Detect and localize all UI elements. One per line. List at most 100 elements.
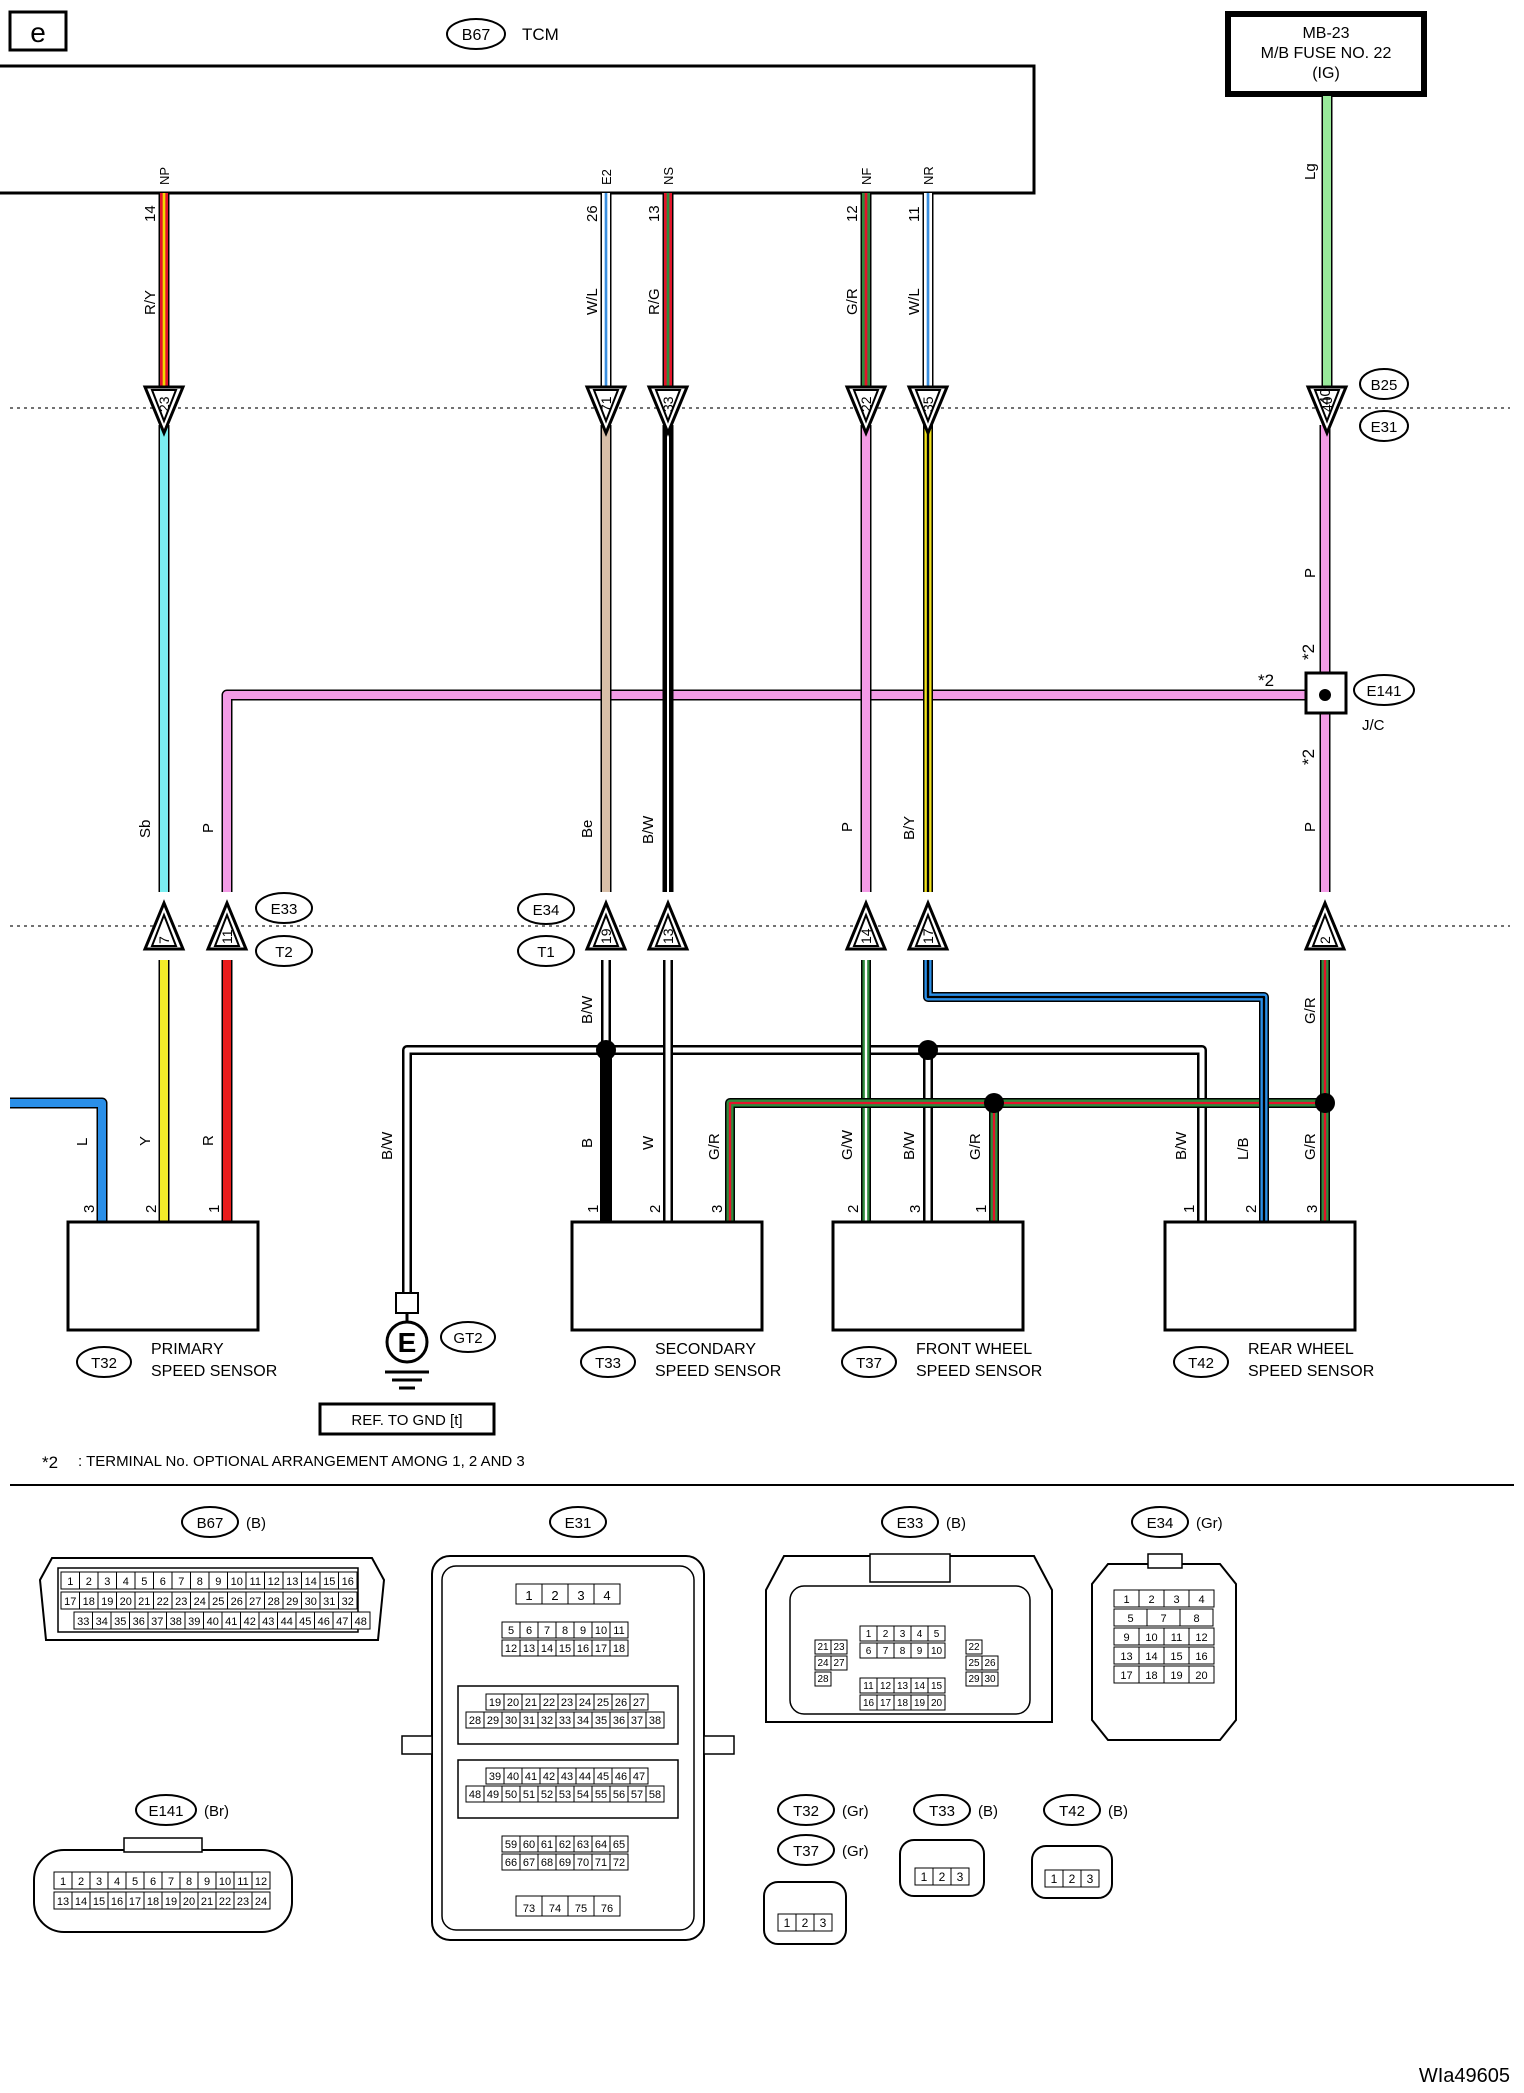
face-e141-r1-pin: 7 <box>168 1876 174 1888</box>
face-e31-r7-pin: 54 <box>577 1789 589 1801</box>
face-e141-r2-pin: 20 <box>183 1896 195 1908</box>
upper-conn-nf-inner <box>852 389 880 424</box>
face-e33-right-a-cell <box>965 1639 983 1655</box>
jc-code: E141 <box>1366 683 1401 700</box>
face-e31-r5-pin: 31 <box>523 1715 535 1727</box>
face-e33-left-a-cell <box>830 1639 848 1655</box>
face-e141-r2-pin: 18 <box>147 1896 159 1908</box>
face-e33-mid1-pin: 3 <box>900 1629 906 1640</box>
face-b67-r1-pin: 6 <box>160 1576 166 1588</box>
face-e141-r2-pin: 23 <box>237 1896 249 1908</box>
face-e33-left-c-pin: 28 <box>817 1674 829 1685</box>
face-e34-r4-pin: 13 <box>1120 1651 1132 1663</box>
face-e33-mid3-pin: 14 <box>914 1681 926 1692</box>
wire-label-lb: L/B <box>1235 1137 1252 1160</box>
face-e31-r5-pin: 30 <box>505 1715 517 1727</box>
face-b67-r1-pin: 15 <box>323 1576 335 1588</box>
fuse-line1: MB-23 <box>1302 25 1349 42</box>
wire-bw-bus <box>606 1047 1205 1222</box>
face-e31-r3-pin: 17 <box>595 1643 607 1655</box>
wire-label-r: R <box>200 1135 217 1146</box>
sensor-box-t42 <box>1163 1220 1357 1332</box>
sensor-name1-t32: PRIMARY <box>151 1341 224 1358</box>
face-t33-pins-pin: 3 <box>957 1870 964 1884</box>
wire-label-be: Be <box>579 820 596 838</box>
face-b67-r2-pin: 26 <box>231 1596 243 1608</box>
face-e141-r1-pin: 2 <box>78 1876 84 1888</box>
face-e31-r3-pin: 15 <box>559 1643 571 1655</box>
wire-label-bw-below-19: B/W <box>579 995 596 1024</box>
face-t33-pins-pin: 2 <box>939 1870 946 1884</box>
face-b67-r1-pin: 8 <box>197 1576 203 1588</box>
jc-star-bottom: *2 <box>1299 749 1318 765</box>
face-e31-r8-pin: 65 <box>613 1839 625 1851</box>
lower-conn-14-pin: 14 <box>858 928 874 944</box>
face-e33-left-a-pin: 21 <box>817 1642 829 1653</box>
junction-dot <box>596 1040 616 1060</box>
sensor-name2-t33: SPEED SENSOR <box>655 1363 781 1380</box>
face-e141-r1-pin: 11 <box>237 1876 248 1888</box>
face-b67-r3-pin: 38 <box>170 1616 182 1628</box>
face-e141-r1-cell <box>251 1871 271 1890</box>
face-e31-r3-pin: 14 <box>541 1643 553 1655</box>
face-b67-code-oval <box>181 1506 239 1538</box>
wire-l-outline <box>10 1097 108 1222</box>
jc-code-oval <box>1353 674 1415 706</box>
wire-p-jc-branch-outline <box>221 689 1306 892</box>
junction-dot <box>984 1093 1004 1113</box>
sensor-box-t37 <box>831 1220 1025 1332</box>
face-b67-r2-pin: 21 <box>138 1596 150 1608</box>
face-e141-r1-pin: 4 <box>114 1876 120 1888</box>
face-b67-r2-pin: 29 <box>286 1596 298 1608</box>
face-e33-mid4-pin: 18 <box>897 1698 909 1709</box>
face-e31-r3-cell <box>609 1639 629 1657</box>
face-e31-r6-pin: 43 <box>561 1771 573 1783</box>
face-e33-mid1-pin: 2 <box>883 1629 889 1640</box>
face-b67-r2-pin: 31 <box>323 1596 335 1608</box>
lower-conn-19-pin: 19 <box>598 928 614 944</box>
face-t42-pins-pin: 3 <box>1087 1872 1094 1886</box>
sensor-pin-t42-2: 2 <box>1243 1205 1260 1213</box>
face-t33-pins-cell <box>950 1867 970 1886</box>
page-tag: e <box>30 17 46 48</box>
tcm-pin-26: 26 <box>584 205 601 222</box>
ground-ref-box <box>318 1402 496 1436</box>
face-e34-r2-pin: 7 <box>1160 1613 1166 1625</box>
face-e31-r9-pin: 71 <box>595 1857 607 1869</box>
wire-label-p-upper-right: P <box>1302 568 1319 578</box>
face-e141-r1-pin: 10 <box>219 1876 231 1888</box>
face-b67-r3-pin: 37 <box>151 1616 163 1628</box>
face-e34-r1-pin: 4 <box>1198 1594 1204 1606</box>
sensor-pin-t42-1: 1 <box>1181 1205 1198 1213</box>
sensor-code-t42: T42 <box>1188 1355 1214 1372</box>
face-e31-r7-pin: 56 <box>613 1789 625 1801</box>
face-e31-r6-pin: 41 <box>525 1771 537 1783</box>
face-e31-r1-pin: 3 <box>577 1588 584 1603</box>
face-e31-r4-pin: 23 <box>561 1697 573 1709</box>
wire-label-w: W <box>640 1135 657 1150</box>
face-e31-r2-pin: 5 <box>508 1625 514 1637</box>
face-e33-mid2-pin: 10 <box>931 1646 943 1657</box>
face-e31-r6-pin: 40 <box>507 1771 519 1783</box>
face-e31-r7-pin: 49 <box>487 1789 499 1801</box>
face-b67-r1-cell <box>338 1571 358 1590</box>
face-e31-r8-cell <box>609 1835 629 1853</box>
face-b67-r2-pin: 30 <box>305 1596 317 1608</box>
tcm-wire-ns: R/G <box>646 288 663 315</box>
face-e31-r9-pin: 70 <box>577 1857 589 1869</box>
face-e33-left-b-cell <box>830 1655 848 1671</box>
face-e31-r7-pin: 48 <box>469 1789 481 1801</box>
face-b67-r3-pin: 46 <box>318 1616 330 1628</box>
face-e141-r2-pin: 13 <box>57 1896 69 1908</box>
fuse-line3: (IG) <box>1312 65 1340 82</box>
sensor-name2-t37: SPEED SENSOR <box>916 1363 1042 1380</box>
face-b67-r1-pin: 13 <box>286 1576 298 1588</box>
face-e31-r5-pin: 38 <box>649 1715 661 1727</box>
face-b67-r3-pin: 40 <box>207 1616 219 1628</box>
face-t32-code-color: (Gr) <box>842 1803 869 1820</box>
face-b67-r2-pin: 28 <box>268 1596 280 1608</box>
face-e31-r1-pin: 1 <box>525 1588 532 1603</box>
face-e34-code: E34 <box>1147 1515 1174 1532</box>
e33-tag-oval <box>255 892 313 924</box>
